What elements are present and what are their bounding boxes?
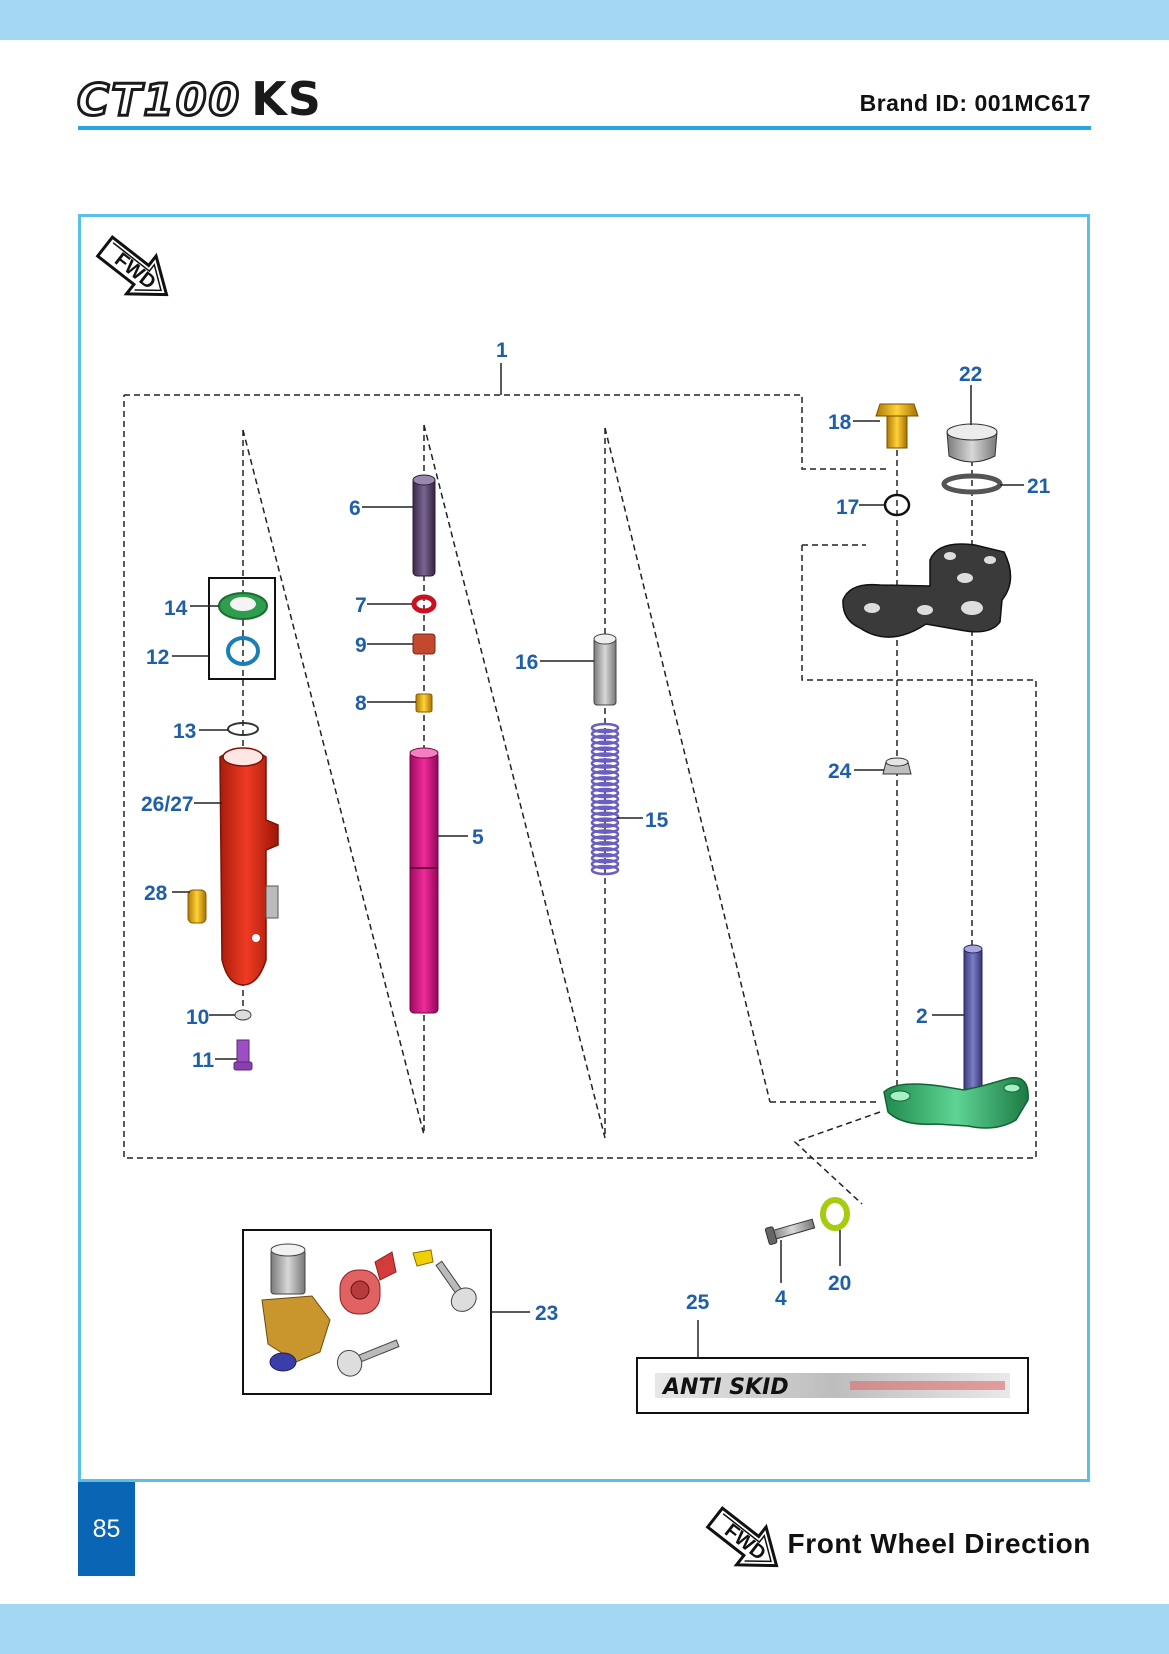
spring-coil: [590, 758, 620, 769]
page-number: 85: [78, 1482, 135, 1576]
top-bracket: [842, 543, 1012, 638]
spring-coil: [590, 740, 620, 752]
spring-coil: [590, 852, 620, 864]
callout-5: 5: [472, 826, 484, 849]
callout-1: 1: [496, 339, 508, 362]
nut-24: [882, 757, 912, 775]
damper-rod-6: [412, 474, 436, 577]
callout-22: 22: [959, 363, 982, 386]
rubber-28: [187, 889, 207, 924]
spring-coil: [590, 770, 620, 781]
spring-coil: [590, 841, 620, 852]
footer-fwd-arrow-icon: FWD: [705, 1506, 779, 1568]
spring-coil: [590, 722, 620, 734]
washer-10: [234, 1009, 252, 1021]
assembly-outline: [123, 394, 1037, 1205]
callout-21: 21: [1027, 475, 1051, 498]
spring-coil: [590, 829, 620, 840]
spring-coil: [590, 805, 620, 817]
callout-18: 18: [828, 411, 852, 434]
circlip-13: [227, 722, 259, 736]
spacer-pipe-16: [593, 633, 617, 706]
inner-tube-5: [409, 747, 439, 1014]
callout-17: 17: [836, 496, 859, 519]
bottom-bracket: [883, 1076, 1029, 1129]
callout-13: 13: [173, 720, 196, 743]
top-band: [0, 0, 1169, 40]
front-wheel-direction-caption: Front Wheel Direction: [787, 1528, 1091, 1559]
spring-coil: [590, 864, 620, 876]
spring-coil: [590, 835, 620, 846]
spring-coil: [590, 846, 620, 858]
callout-15: 15: [645, 809, 669, 832]
diagram-frame: [78, 214, 1090, 1482]
callout-2: 2: [916, 1005, 928, 1028]
leader-lines: [172, 385, 1024, 1358]
bottom-band: [0, 1604, 1169, 1654]
spring-coil: [590, 811, 620, 823]
spring-coil: [590, 734, 620, 746]
seal-kit-box: [208, 577, 276, 680]
spring-coil: [590, 799, 620, 811]
callout-8: 8: [355, 692, 367, 715]
spring-coil: [590, 764, 620, 775]
logo-variant: KS: [251, 72, 322, 126]
pinch-bolt-4: [764, 1218, 816, 1245]
callout-14: 14: [164, 597, 188, 620]
steering-stem-2: [963, 944, 983, 1109]
fwd-arrow-icon: FWD: [95, 235, 169, 297]
callout-26-27: 26/27: [141, 793, 194, 816]
washer-21: [941, 473, 1003, 495]
stem-bolt-18: [875, 403, 919, 449]
callout-20: 20: [828, 1272, 851, 1295]
drain-bolt-11: [233, 1039, 253, 1071]
callout-24: 24: [828, 760, 852, 783]
callout-11: 11: [192, 1049, 215, 1072]
callout-23: 23: [535, 1302, 558, 1325]
spring-coil: [590, 775, 620, 787]
spring-coil: [590, 793, 620, 805]
spring-coil: [590, 817, 620, 828]
spring-coil: [590, 787, 620, 799]
callout-12: 12: [146, 646, 169, 669]
callout-16: 16: [515, 651, 538, 674]
spring-coil: [590, 823, 620, 834]
callout-6: 6: [349, 497, 361, 520]
spring-coil: [590, 746, 620, 757]
callout-25: 25: [686, 1291, 710, 1314]
callout-7: 7: [355, 594, 367, 617]
header-rule: [78, 126, 1091, 130]
callout-9: 9: [355, 634, 367, 657]
spring-coil: [590, 728, 620, 740]
callout-4: 4: [775, 1287, 787, 1310]
spring-washer-20: [820, 1197, 850, 1231]
cone-8: [415, 693, 433, 713]
o-ring-7: [411, 594, 437, 614]
spring-coil: [590, 752, 620, 763]
lock-set-box: [242, 1229, 492, 1395]
callout-28: 28: [144, 882, 168, 905]
stem-nut-22: [946, 423, 998, 463]
piston-ring-9: [412, 633, 436, 655]
sticker-text: ANTI SKID: [661, 1375, 789, 1400]
outer-tube: [219, 747, 279, 986]
spring-coil: [590, 858, 620, 870]
fork-spring-15: [590, 722, 620, 876]
callout-10: 10: [186, 1006, 209, 1029]
brand-id: Brand ID: 001MC617: [859, 90, 1091, 116]
spring-coil: [590, 781, 620, 793]
anti-skid-sticker-box: ANTI SKID: [636, 1357, 1029, 1414]
callout-labels: 1 2 4 5 6 7 8 9 10 11 12 13 14 15 16 17 …: [141, 339, 1051, 1325]
